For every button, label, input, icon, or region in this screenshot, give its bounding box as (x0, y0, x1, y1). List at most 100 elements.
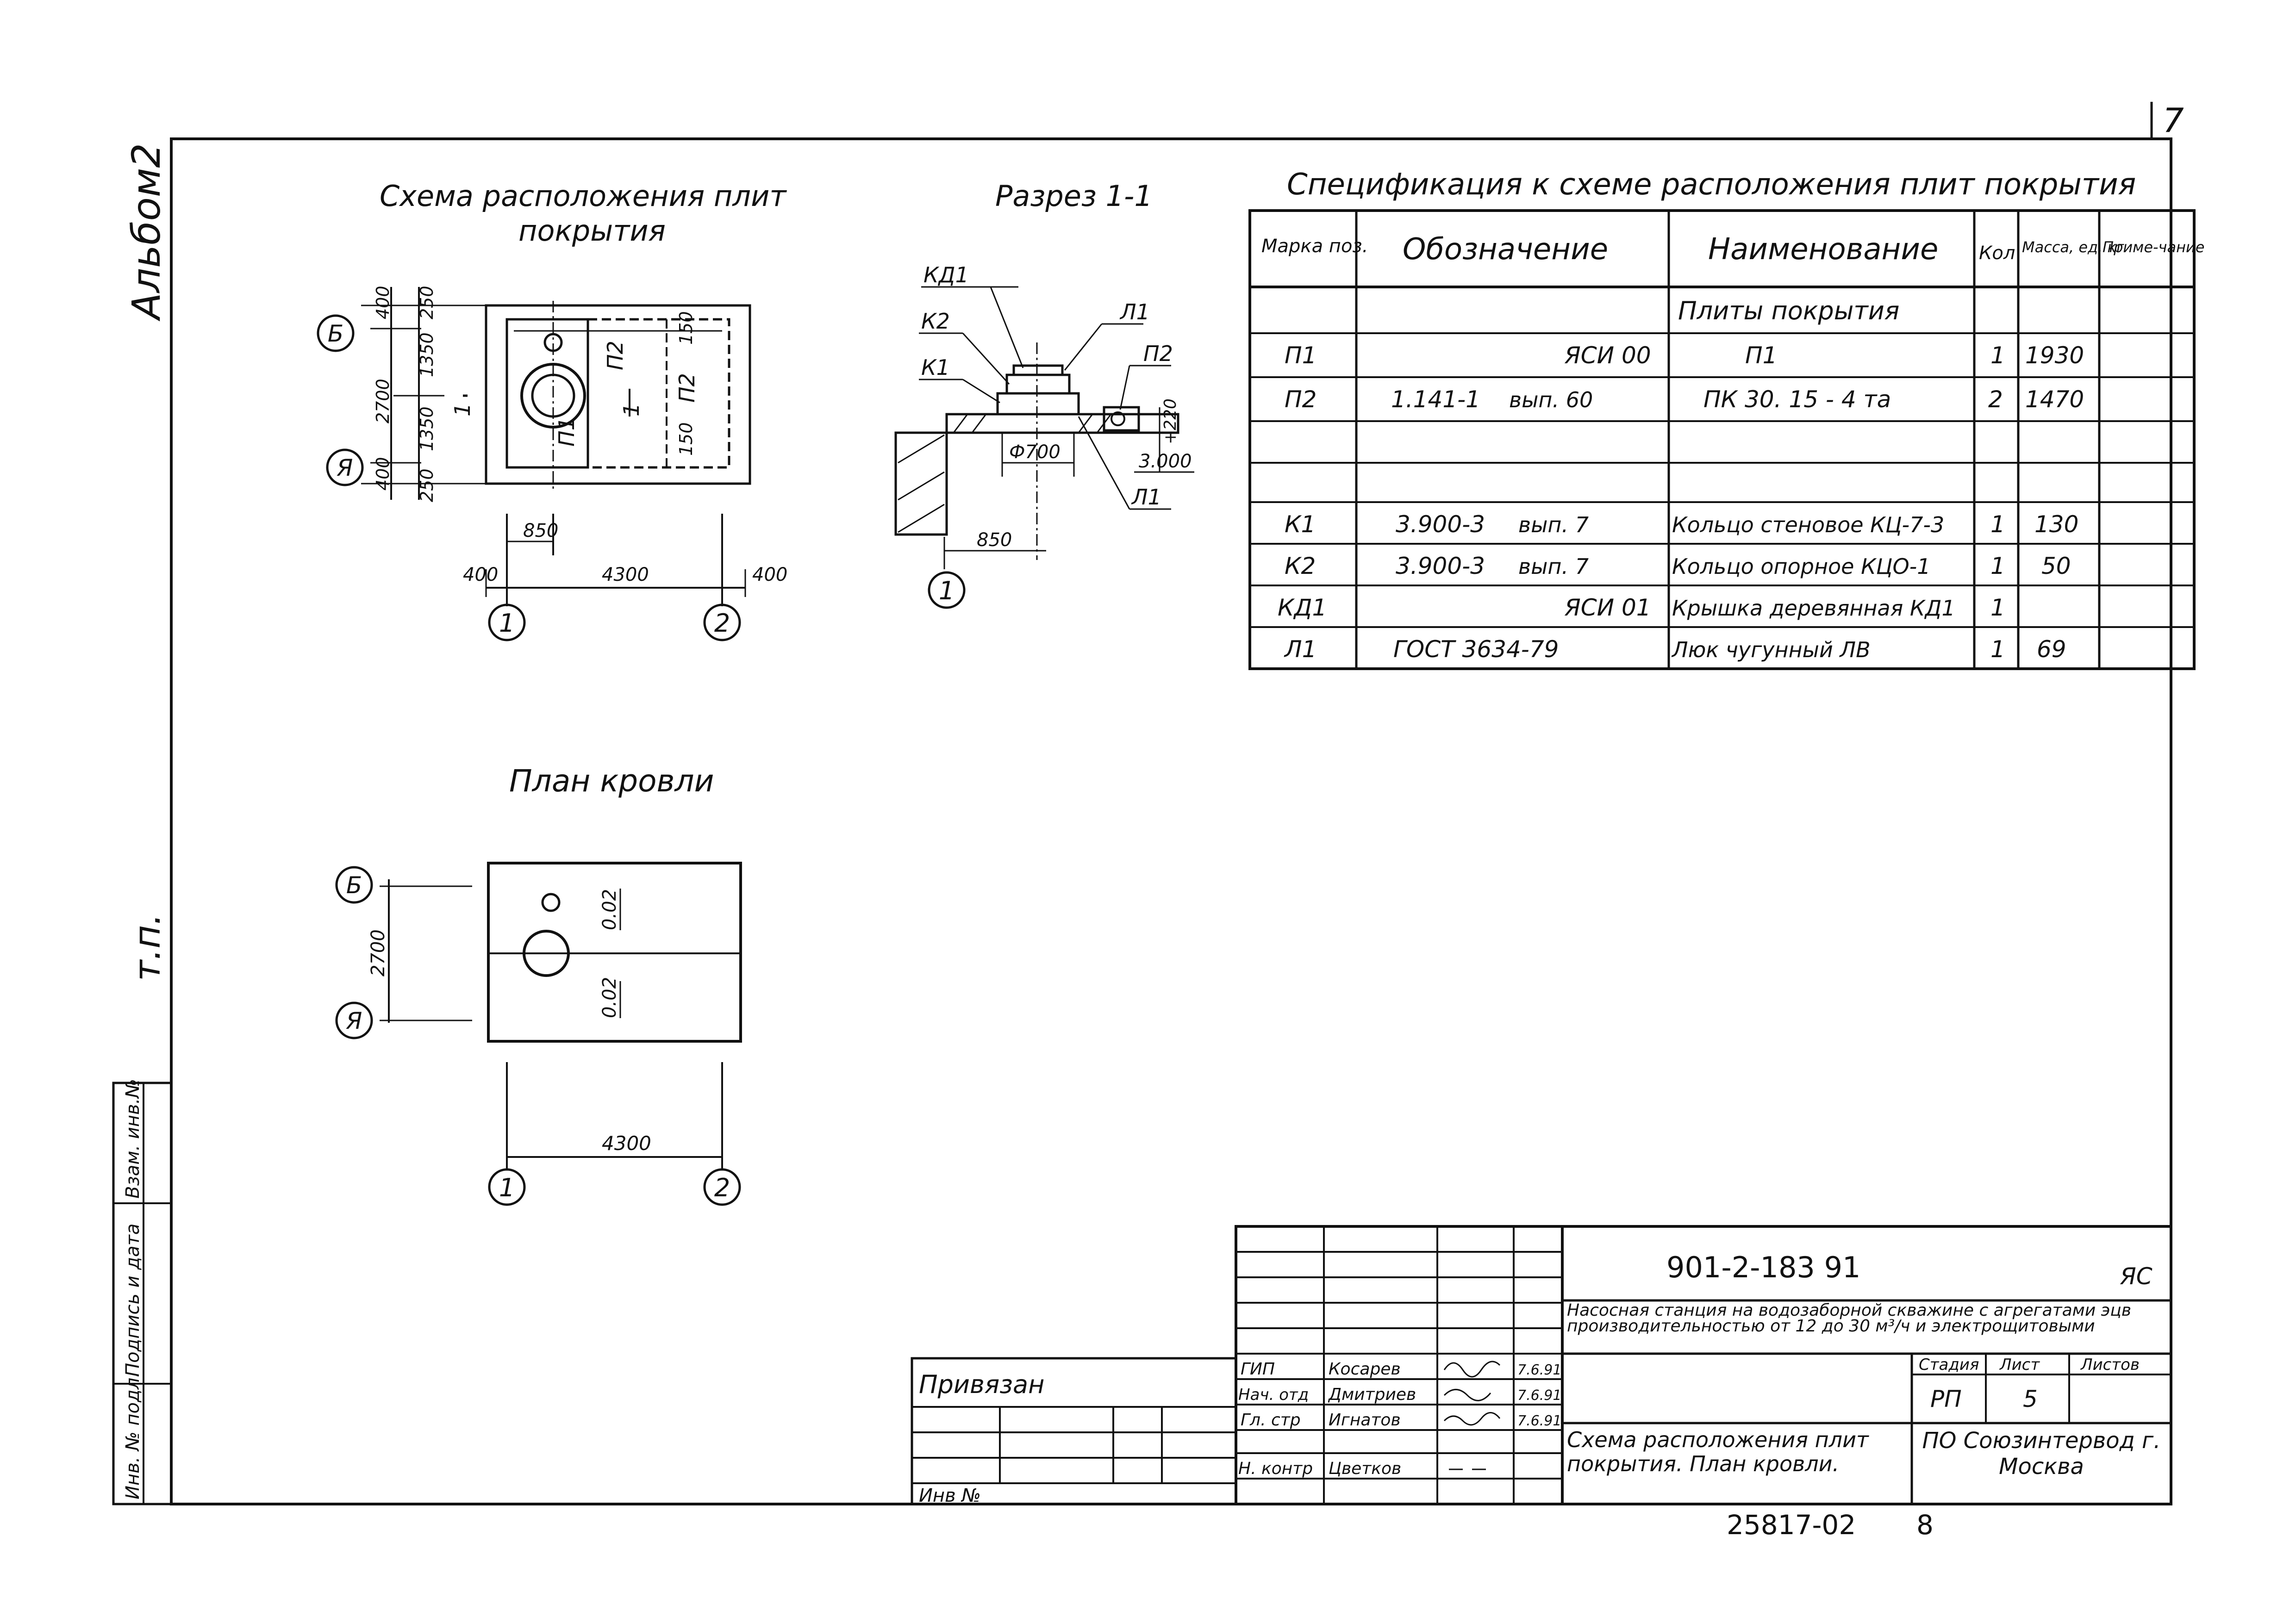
list-value: 5 (2023, 1386, 2038, 1412)
stamp-date: 7.6.91 (1517, 1362, 1561, 1378)
ring-k2 (1005, 373, 1071, 395)
roof-axis-bubble-B (335, 866, 373, 904)
dim-250-top: 250 (417, 286, 437, 319)
slab-hatch-1 (953, 414, 968, 433)
stamp-name: Цветков (1329, 1459, 1401, 1478)
spec-title: Спецификация к схеме расположения плит п… (1287, 168, 2136, 202)
spec-cell-oboz-a: 1.141-1 (1391, 386, 1480, 413)
section-axis-bubble (928, 571, 966, 609)
dim-2700: 2700 (373, 379, 393, 423)
roof-axis-bubble-1 (488, 1168, 526, 1206)
label-p1: П1 (554, 417, 579, 447)
spec-cell-marka: К1 (1285, 511, 1316, 538)
spec-row: КД1 ЯСИ 01 Крышка деревянная КД1 1 (1250, 594, 2194, 628)
cut-label-a: 1 (450, 403, 475, 417)
spec-cell-oboz-a: ГОСТ 3634-79 (1393, 636, 1559, 663)
axis-label-B: Б (328, 320, 343, 347)
side-album-label: Альбом2 (124, 143, 169, 322)
sheet-title: Схема расположения плит покрытия. План к… (1567, 1428, 1869, 1476)
spec-cell-oboz-b: ЯСИ 01 (1564, 594, 1651, 621)
spec-row: К1 3.900-3 вып. 7 Кольцо стеновое КЦ-7-3… (1250, 511, 2194, 545)
spec-cell-oboz-b: вып. 60 (1509, 387, 1593, 412)
section-phi700: Ф700 (1009, 442, 1061, 463)
dim-4300: 4300 (602, 564, 649, 585)
spec-cell-naim: Кольцо опорное КЦО-1 (1672, 554, 1931, 579)
roof-manhole (523, 930, 570, 977)
section-k2: К2 (921, 309, 950, 334)
inv-no-label: Инв № (919, 1485, 981, 1506)
spec-cell-kol: 1 (1990, 553, 2005, 579)
doc-suffix: ЯС (2120, 1263, 2152, 1290)
axis-bubble-B (317, 314, 355, 352)
roof-vent-small (541, 893, 561, 912)
spec-cell-kol: 1 (1990, 594, 2005, 621)
stamp-signature (1443, 1389, 1491, 1401)
roof-dim-4300: 4300 (602, 1132, 651, 1155)
sheet-title-box: Схема расположения плит покрытия. План к… (1567, 1428, 1869, 1476)
section-kd1: КД1 (923, 262, 969, 287)
axis-bubble-1 (488, 603, 526, 641)
section-dim-850: 850 (977, 529, 1012, 551)
wall-hatch-2 (898, 471, 945, 501)
spec-cell-oboz-b: ЯСИ 00 (1564, 342, 1651, 369)
spec-row: П1 ЯСИ 00 П1 1 1930 (1250, 342, 2194, 378)
list-label: Лист (1999, 1356, 2040, 1374)
spec-group-title: Плиты покрытия (1678, 296, 1899, 325)
axis-label-A: Я (337, 454, 353, 481)
privyazan-label: Привязан (919, 1370, 1044, 1399)
project-title: Насосная станция на водозаборной скважин… (1567, 1303, 2132, 1336)
ring-k1 (996, 392, 1080, 416)
stadiya-label: Стадия (1919, 1356, 1979, 1374)
spec-cell-naim: Крышка деревянная КД1 (1672, 596, 1955, 621)
stamp-role: Нач. отд (1238, 1386, 1309, 1404)
slab-layout-scheme: Схема расположения плит покрытия П1 П2 П… (317, 179, 787, 641)
label-p2-a: П2 (603, 341, 628, 370)
roof-slope-b: 0.02 (599, 977, 620, 1018)
roof-title: План кровли (509, 763, 714, 799)
spec-cell-kol: 1 (1990, 511, 2005, 538)
stamp-date: 7.6.91 (1517, 1387, 1561, 1404)
spec-cell-kol: 1 (1990, 636, 2005, 663)
spec-cell-massa: 1470 (2025, 386, 2084, 413)
spec-cell-naim: П1 (1745, 342, 1777, 369)
spec-cell-marka: П2 (1285, 386, 1316, 413)
spec-cell-marka: КД1 (1278, 594, 1327, 621)
spec-cell-oboz-a: 3.900-3 (1396, 553, 1485, 579)
stamp-role: Гл. стр (1241, 1411, 1301, 1430)
spec-frame (1248, 209, 2196, 670)
stamp-signature-row: Нач. отд Дмитриев 7.6.91 (1238, 1385, 1561, 1404)
listov-label: Листов (2080, 1356, 2140, 1374)
label-p2-b: П2 (674, 373, 699, 403)
stamp-signature-row: ГИП Косарев 7.6.91 (1241, 1360, 1561, 1379)
roof-plan: План кровли 0.02 0.02 2700 Б Я 4300 1 2 (335, 763, 742, 1206)
org-box: ПО Союзинтервод г. Москва (1922, 1428, 2161, 1480)
section-axis-label: 1 (939, 576, 955, 605)
roof-slope-a: 0.02 (599, 889, 620, 930)
dim-1350-a: 1350 (417, 332, 437, 377)
section-1-1: Разрез 1-1 КД1 К2 (894, 179, 1194, 609)
spec-cell-kol: 1 (1990, 342, 2005, 369)
cut-label-b: 1 (619, 403, 644, 417)
stamp-signature-row: Н. контр Цветков (1238, 1459, 1486, 1478)
cover-kd1 (1012, 364, 1064, 376)
stamp-role: Н. контр (1238, 1459, 1313, 1478)
spec-cell-oboz-b: вып. 7 (1518, 554, 1589, 579)
roof-axis-bubble-A (335, 1001, 373, 1039)
section-p2-circle (1111, 411, 1125, 426)
axis-label-2: 2 (714, 609, 730, 638)
spec-cell-naim: Кольцо стеновое КЦ-7-3 (1672, 512, 1944, 537)
spec-h-marka: Марка поз. (1261, 236, 1368, 257)
axis-label-1: 1 (499, 609, 515, 638)
wall-hatch-1 (898, 434, 945, 464)
dim-150-b: 150 (676, 422, 696, 456)
org-name: ПО Союзинтервод г. Москва (1922, 1428, 2161, 1480)
side-inv-label: Инв. № подл. (122, 1372, 144, 1499)
side-stamp-box (112, 1082, 173, 1505)
stamp-box (1235, 1225, 2172, 1505)
dim-250-bot: 250 (417, 468, 437, 502)
bottom-code: 25817-02 (1727, 1509, 1856, 1541)
section-p2-box (1103, 406, 1140, 432)
spec-h-kol: Кол (1979, 243, 2015, 264)
spec-cell-massa: 69 (2037, 636, 2066, 663)
bottom-num: 8 (1916, 1509, 1934, 1541)
